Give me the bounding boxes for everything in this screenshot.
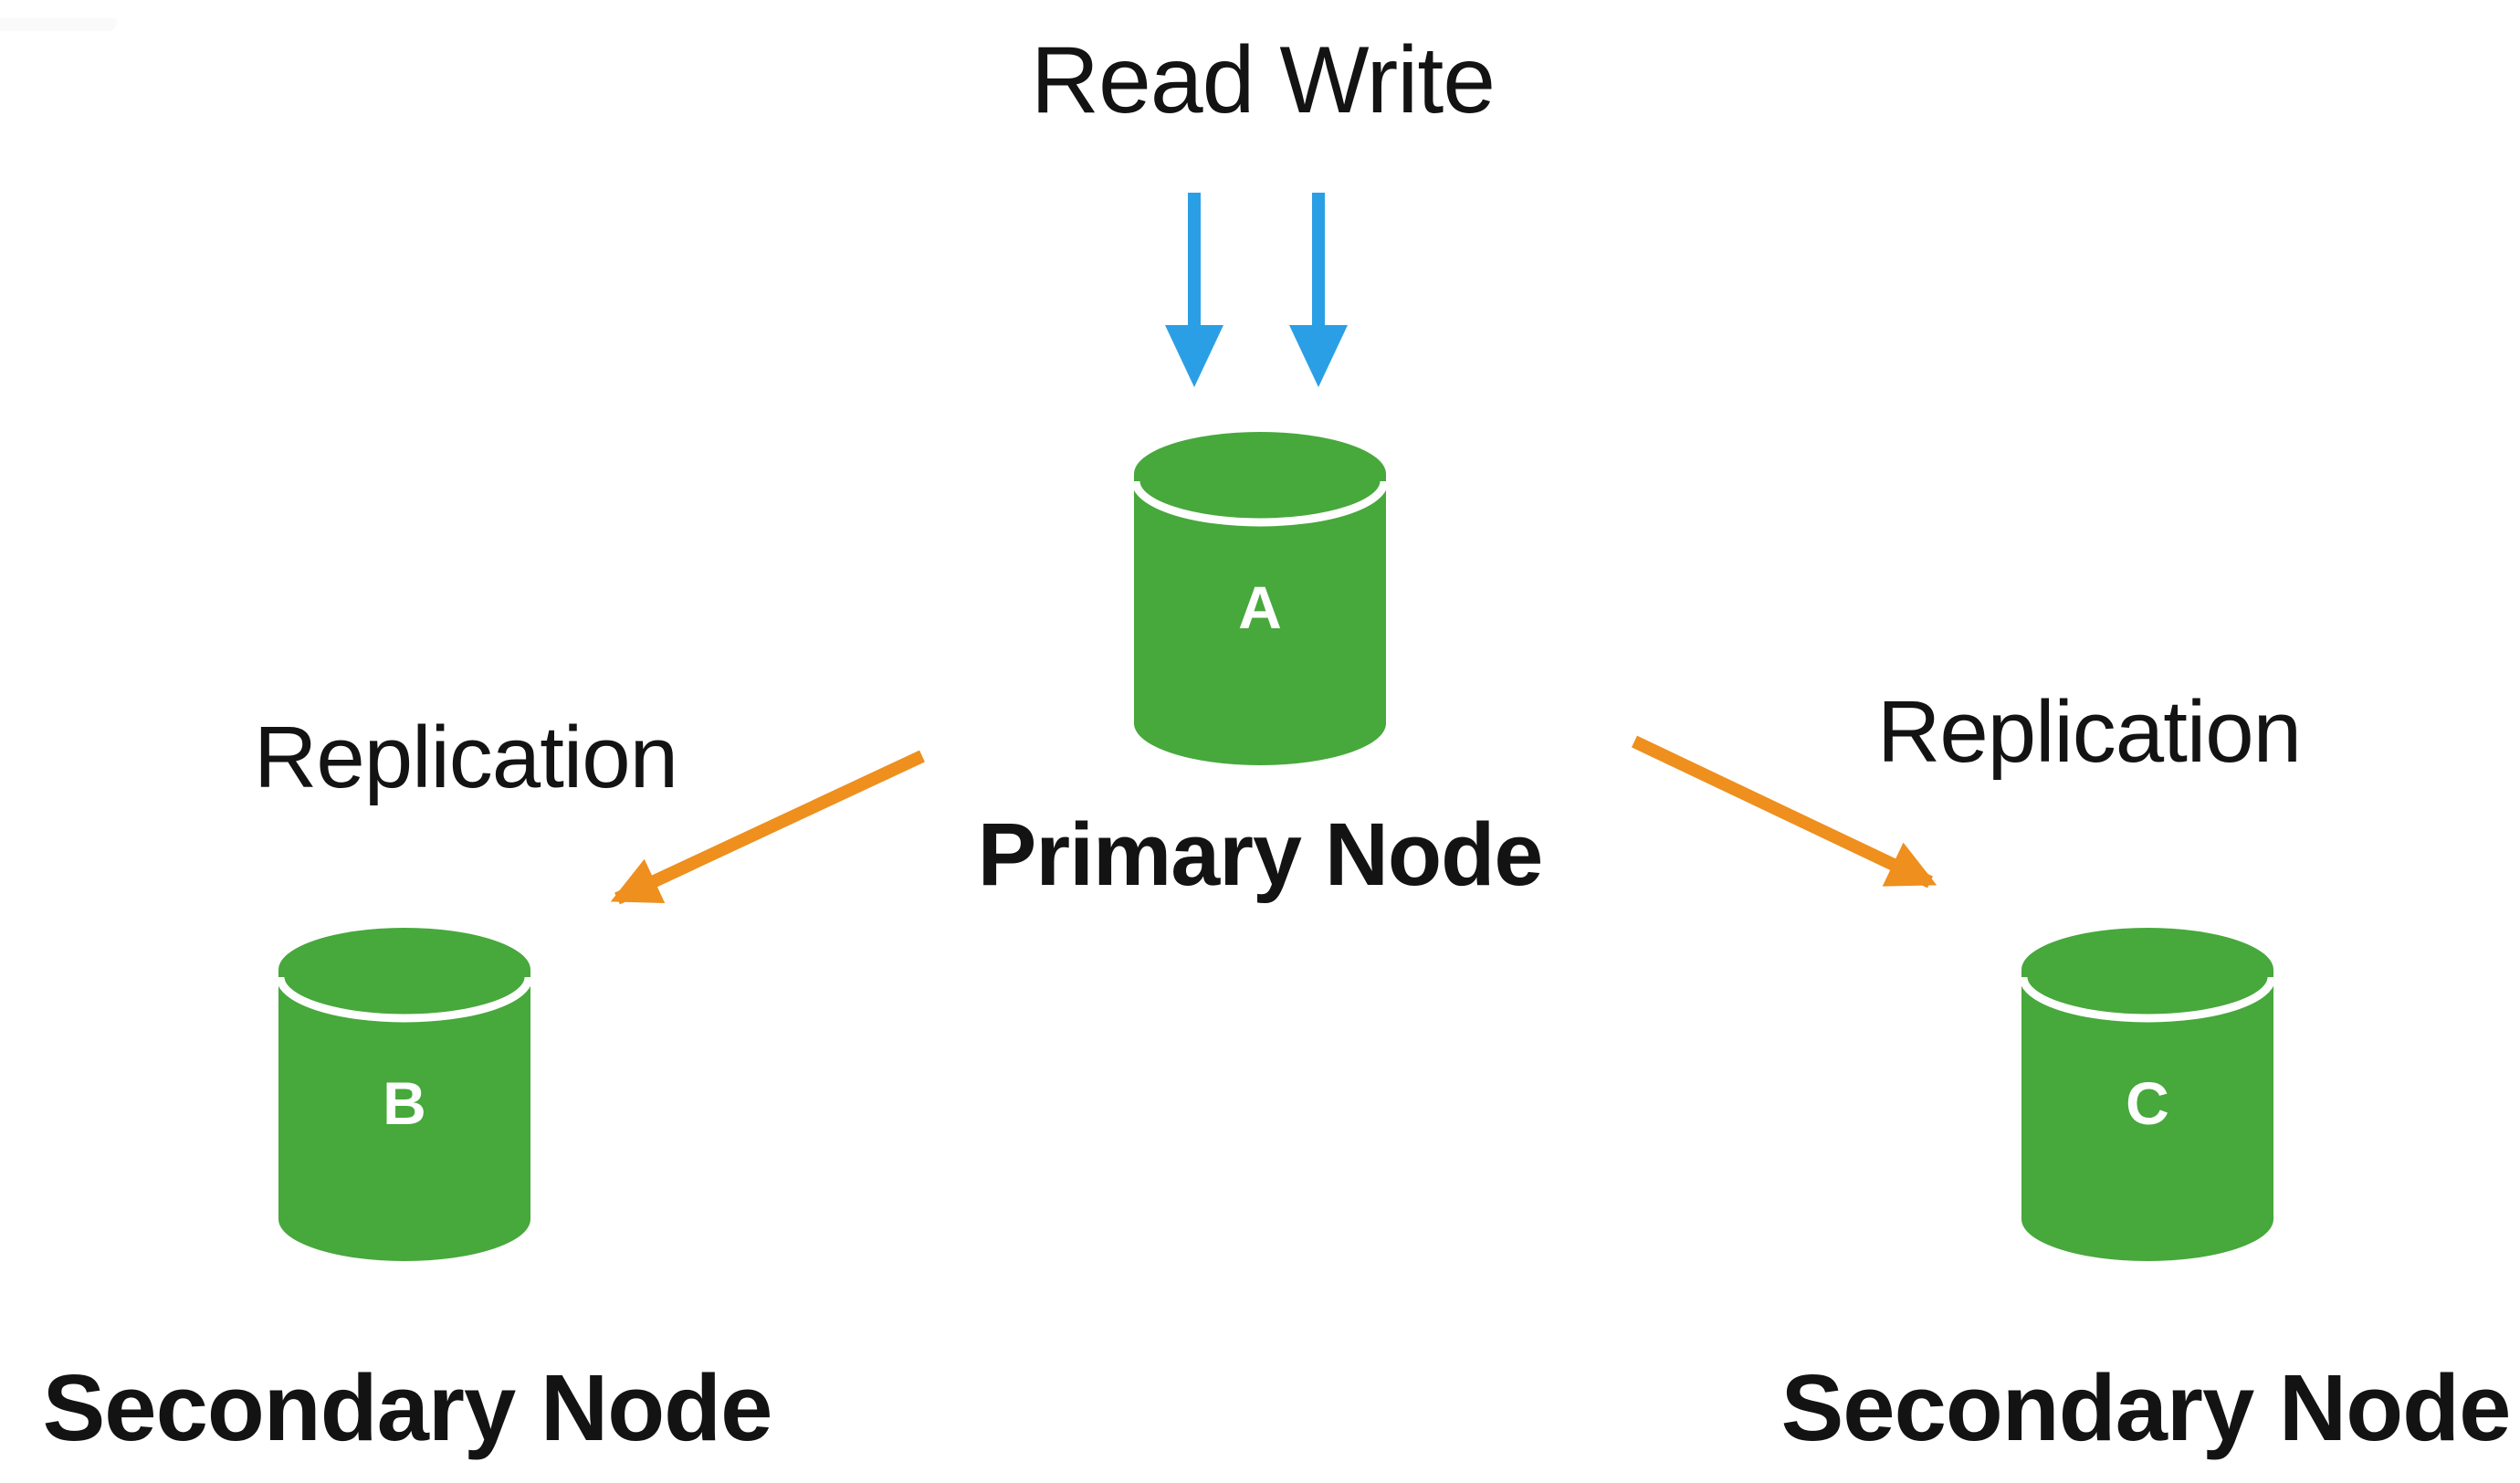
secondary-node-right-label: Secondary Node [1780,1355,2512,1460]
primary-node-label: Primary Node [977,805,1544,904]
secondary-node-right-letter: C [2126,1069,2169,1137]
primary-node-letter: A [1238,573,1282,641]
replication-arrow-left-icon [610,750,925,905]
window-corner-artifact [0,18,117,31]
secondary-node-right-cylinder: C [2020,928,2275,1261]
replication-right-label: Replication [1877,683,2302,781]
write-arrow-right-shaft [1312,193,1325,330]
read-write-label: Read Write [1030,27,1496,133]
secondary-node-left-letter: B [383,1069,426,1137]
replication-left-label: Replication [254,709,678,806]
cylinder-cap-stripe [1132,480,1388,527]
cylinder-cap-stripe [277,976,532,1023]
primary-node-cylinder: A [1132,432,1388,765]
write-arrow-right-head [1289,325,1348,387]
write-arrow-left-shaft [1188,193,1201,330]
cylinder-cap-stripe [2020,976,2275,1023]
secondary-node-left-label: Secondary Node [42,1355,773,1460]
write-arrow-left-head [1165,325,1223,387]
secondary-node-left-cylinder: B [277,928,532,1261]
replication-arrow-right-icon [1631,735,1937,889]
write-arrow-right-icon [1289,193,1348,387]
write-arrow-left-icon [1165,193,1223,387]
